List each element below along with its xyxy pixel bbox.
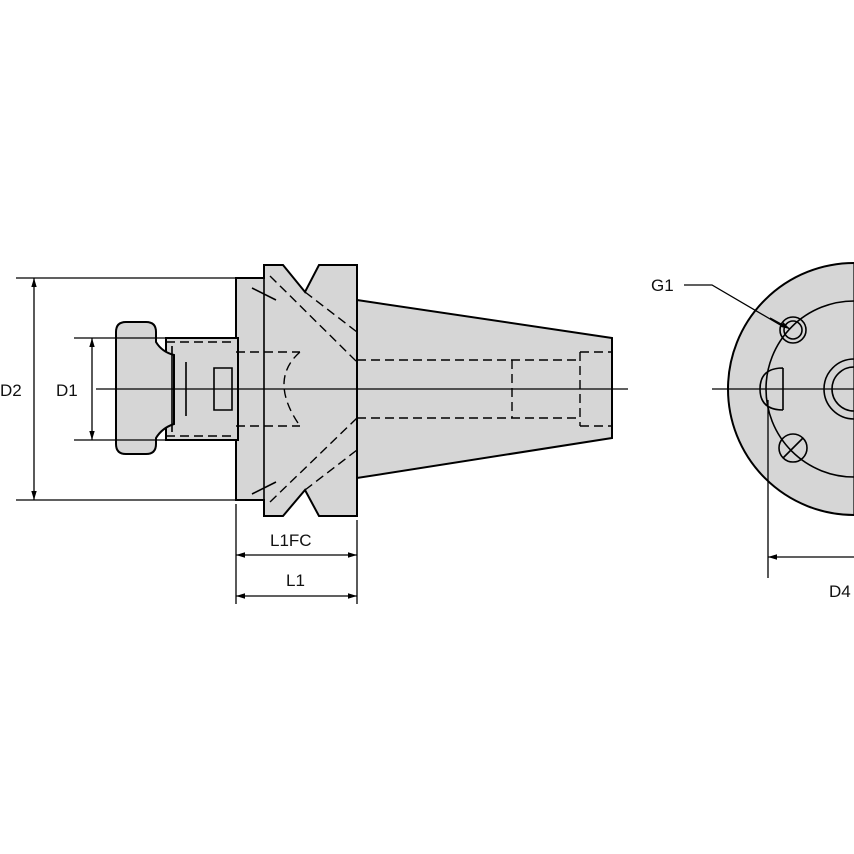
end-view-centerline: [712, 264, 854, 514]
dimension-d2: D2: [0, 277, 236, 501]
label-d4: D4: [829, 582, 851, 601]
dimension-l1: L1: [236, 571, 357, 599]
end-cap: [115, 321, 175, 455]
label-l1: L1: [286, 571, 305, 590]
dimension-l1fc: L1FC: [235, 504, 358, 604]
label-d1: D1: [56, 381, 78, 400]
flange-body: [235, 264, 358, 517]
dimension-d1: D1: [56, 337, 166, 441]
g1-callout: G1: [651, 276, 791, 330]
lower-hole: [778, 433, 808, 463]
dimension-d4: D4: [767, 400, 854, 601]
g1-hole: [779, 316, 807, 344]
end-view: G1 D4: [651, 262, 854, 601]
label-l1fc: L1FC: [270, 531, 312, 550]
g1-hole-inner: [783, 320, 803, 340]
label-d2: D2: [0, 381, 22, 400]
label-g1: G1: [651, 276, 674, 295]
side-view: D2 D1 L1FC L1: [0, 264, 628, 604]
